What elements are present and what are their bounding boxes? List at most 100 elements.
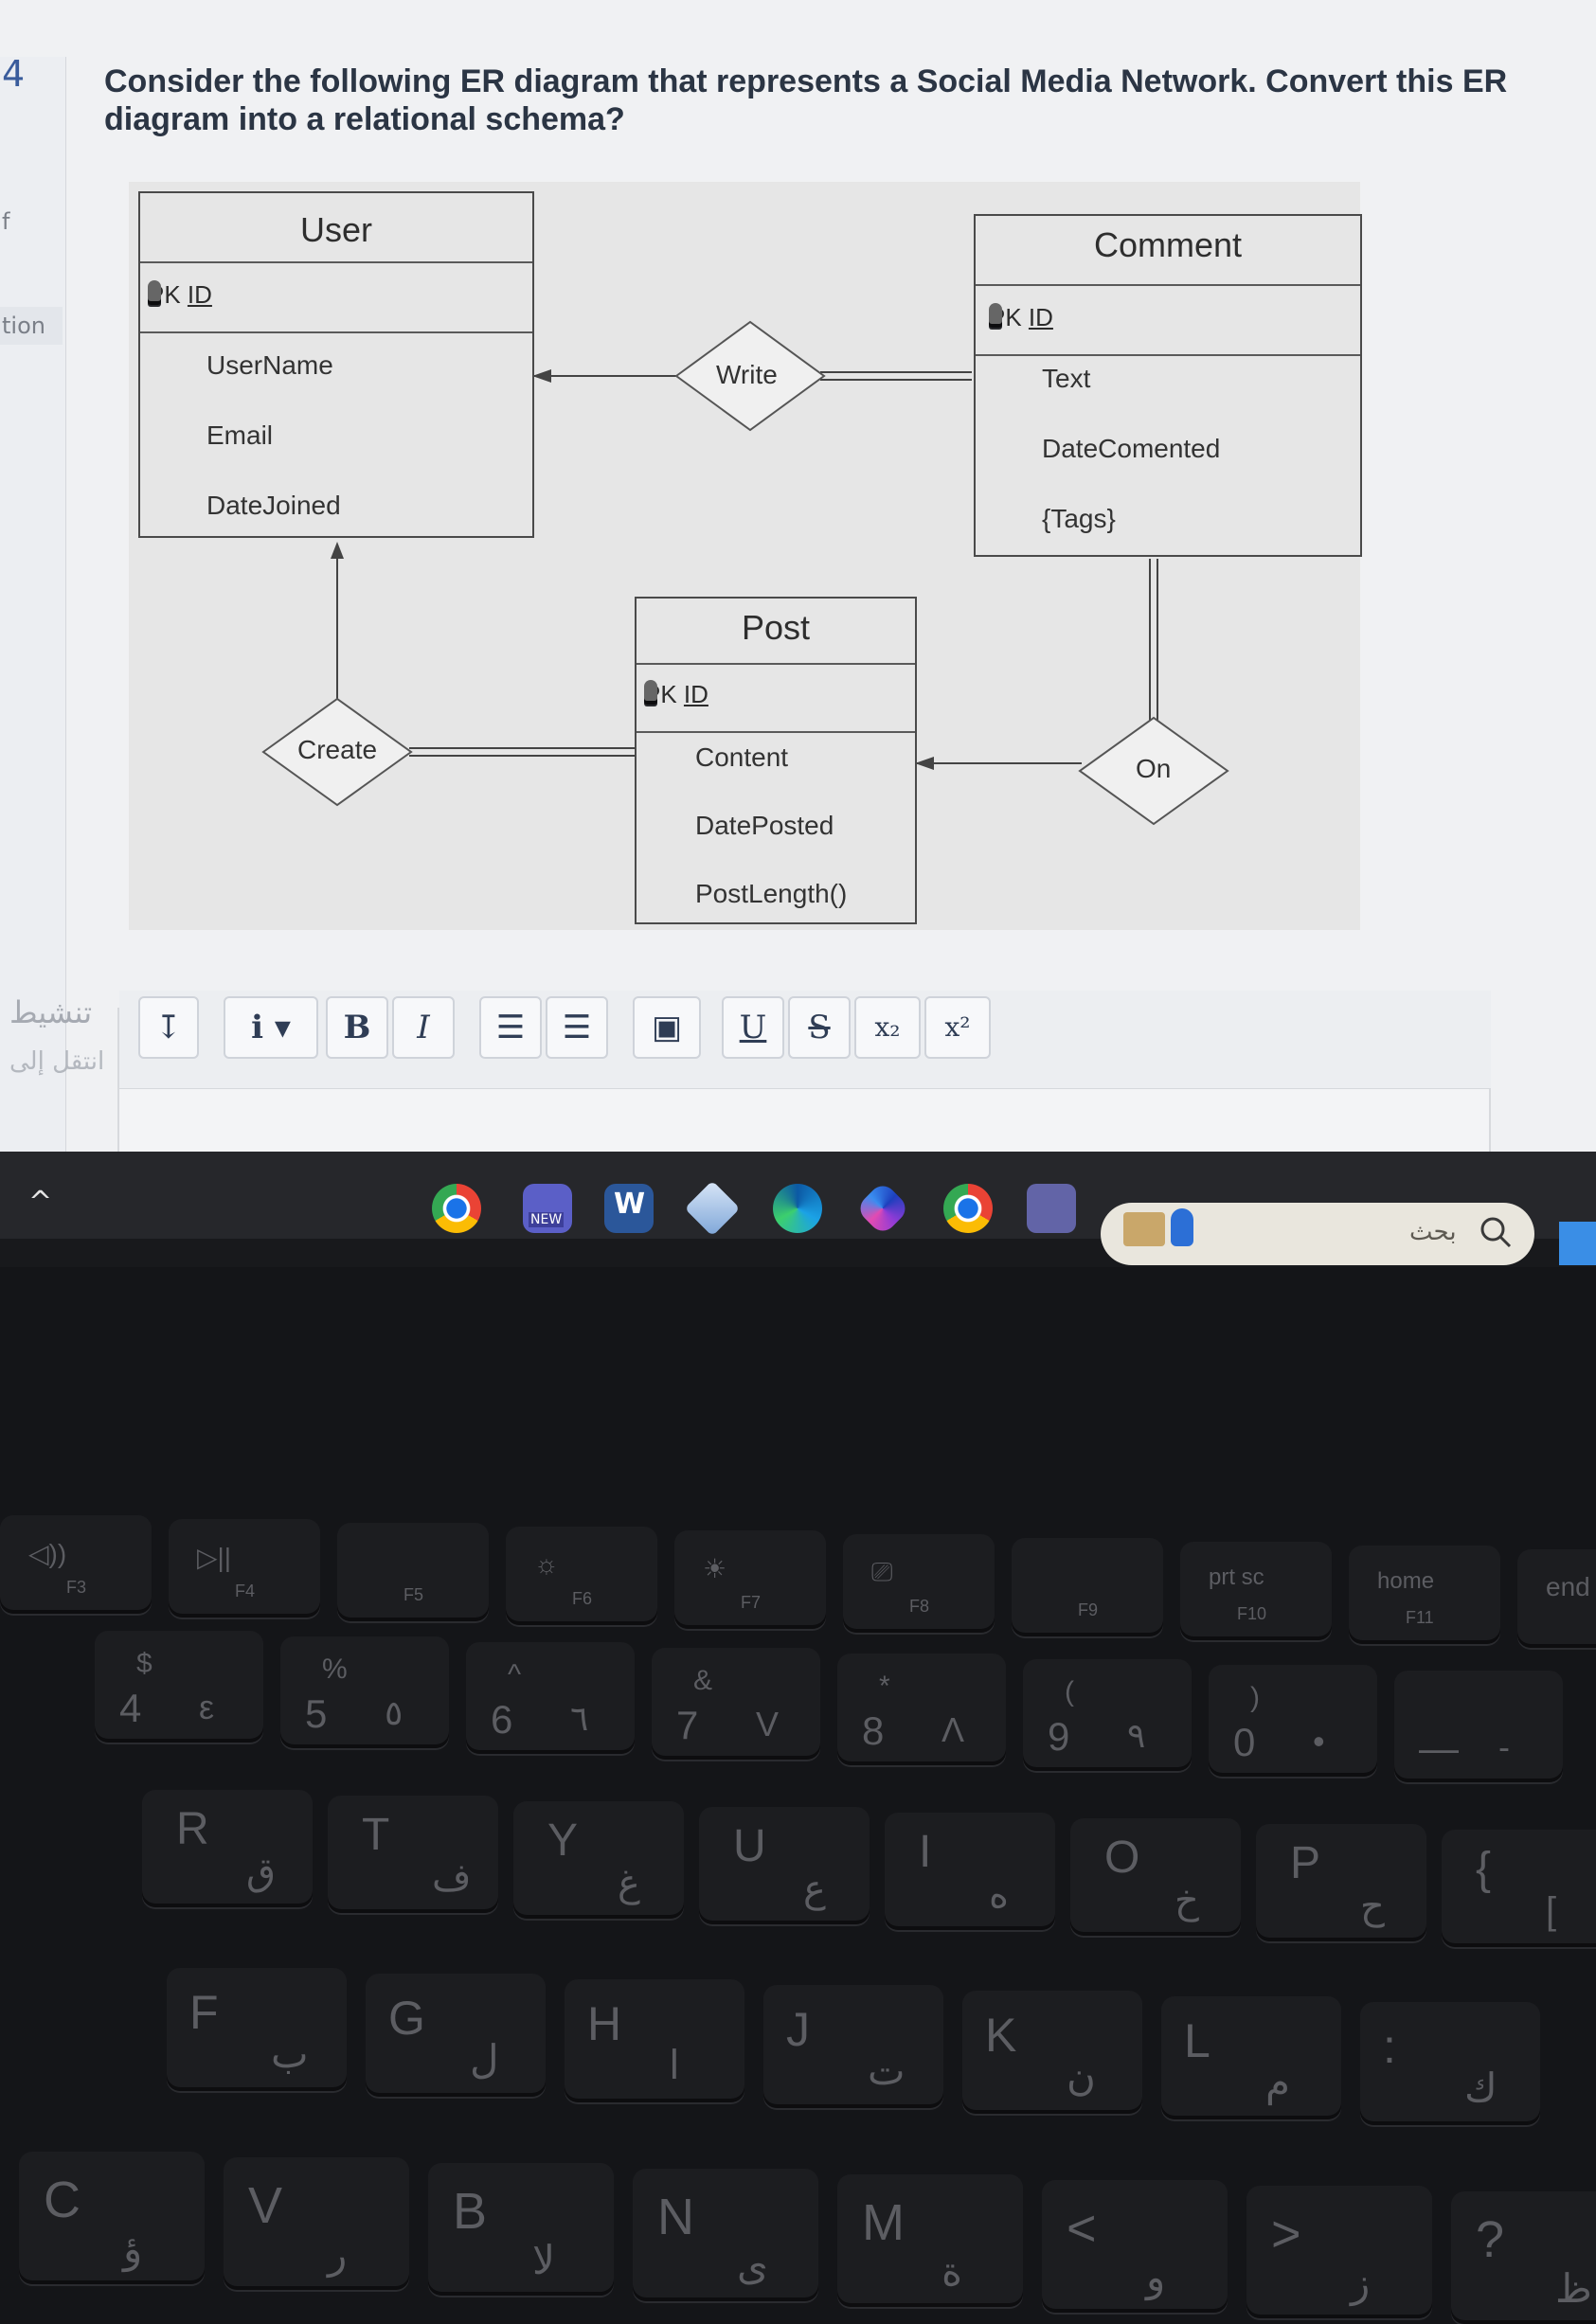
taskbar-search-box[interactable] — [1101, 1203, 1534, 1265]
italic-button[interactable]: I — [392, 996, 455, 1059]
post-entity: Post PK ID Content DatePosted PostLength… — [635, 597, 917, 924]
bottom-key-4-label: M — [862, 2193, 905, 2252]
windows-start-icon[interactable] — [1559, 1222, 1596, 1265]
user-entity: User PK ID UserName Email DateJoined — [138, 191, 534, 538]
divider — [637, 663, 915, 665]
divider — [637, 731, 915, 733]
number-key-1-label: 5 — [305, 1691, 327, 1737]
chrome-icon[interactable] — [432, 1184, 481, 1233]
image-button[interactable]: ▣ — [633, 996, 701, 1059]
fn-key-3-label: ☼ — [534, 1549, 559, 1580]
letter-key-7-label: { — [1476, 1843, 1491, 1895]
home-key-5-label: L — [1184, 2013, 1210, 2068]
bottom-key-0: Cؤ — [19, 2152, 205, 2284]
search-icon — [1479, 1216, 1514, 1250]
number-key-1-label: % — [322, 1654, 348, 1686]
home-key-4-label: K — [985, 2008, 1016, 2063]
search-highlight-figure-icon — [1171, 1208, 1193, 1246]
word-letter: W — [614, 1188, 645, 1221]
indent-button[interactable]: ↧ — [138, 996, 199, 1059]
bullet-list-button[interactable]: ☰ — [479, 996, 542, 1059]
number-key-3: &7V — [652, 1648, 820, 1760]
teams-icon[interactable]: NEW — [523, 1184, 572, 1233]
home-key-5-label: م — [1265, 2059, 1290, 2105]
divider — [140, 331, 532, 333]
subscript-button[interactable]: x₂ — [854, 996, 921, 1059]
letter-key-1-label: T — [362, 1809, 389, 1861]
post-attr-dateposted: DatePosted — [695, 811, 834, 841]
underline-button[interactable]: U — [722, 996, 784, 1059]
letter-key-4-label: I — [919, 1826, 931, 1878]
number-key-5-label: 9 — [1048, 1714, 1069, 1760]
edge-icon[interactable] — [773, 1184, 822, 1233]
home-key-6-label: : — [1383, 2019, 1396, 2074]
superscript-button[interactable]: x² — [924, 996, 991, 1059]
on-relationship-label: On — [1136, 754, 1171, 784]
goto-settings-text: انتقل إلى — [9, 1047, 104, 1076]
bottom-key-7-label: ? — [1476, 2210, 1504, 2269]
number-key-1: % 5 ٥ — [280, 1636, 449, 1748]
comment-attr-datecomented: DateComented — [1042, 434, 1220, 464]
home-key-6-label: ك — [1464, 2065, 1497, 2111]
number-key-3-label: & — [693, 1665, 712, 1697]
home-key-4-label: ن — [1067, 2053, 1096, 2100]
word-icon[interactable]: W — [604, 1184, 654, 1233]
bottom-key-0-label: C — [44, 2171, 81, 2229]
home-key-3-label: ت — [868, 2047, 906, 2094]
number-key-0-label: $ — [136, 1648, 152, 1680]
bottom-key-6: >ز — [1246, 2186, 1432, 2318]
number-key-2-label: ^ — [508, 1659, 521, 1691]
system-tray-chevron-icon[interactable]: ^ — [28, 1186, 52, 1219]
info-dropdown-button[interactable]: i ▾ — [224, 996, 318, 1059]
letter-key-4-label: ه — [989, 1873, 1009, 1917]
letter-key-7: {[ — [1442, 1830, 1596, 1947]
bottom-key-5: <و — [1042, 2180, 1228, 2313]
fn-key-4-label: F7 — [741, 1593, 761, 1613]
letter-key-3-label: U — [733, 1820, 766, 1872]
write-relationship-label: Write — [716, 360, 778, 390]
bottom-key-1-label: ر — [328, 2231, 347, 2278]
number-key-5: (9٩ — [1023, 1659, 1192, 1771]
er-diagram: User PK ID UserName Email DateJoined Com… — [129, 182, 1360, 930]
chrome-icon-2[interactable] — [943, 1184, 993, 1233]
fn-key-4: ☀ F7 — [674, 1530, 826, 1629]
home-key-2-label: H — [587, 1996, 621, 2051]
letter-key-2-label: غ — [618, 1862, 640, 1905]
strikethrough-button[interactable]: S — [788, 996, 851, 1059]
sidebar-tab-fragment[interactable]: tion — [0, 307, 63, 345]
letter-key-6: Pح — [1256, 1824, 1426, 1941]
fn-key-4-label: ☀ — [703, 1553, 726, 1584]
key-icon — [989, 303, 1002, 328]
post-pk: PK ID — [644, 680, 708, 709]
bottom-key-7-label: ظ — [1555, 2265, 1592, 2312]
number-key-4-label: 8 — [862, 1708, 884, 1754]
activate-windows-text: تنشيط — [9, 994, 92, 1030]
letter-key-0: Rق — [142, 1790, 313, 1907]
search-highlight-icon — [1123, 1212, 1165, 1246]
key-icon — [148, 280, 161, 305]
home-key-5: Lم — [1161, 1996, 1341, 2119]
bold-button[interactable]: B — [326, 996, 388, 1059]
fn-key-8-label: home — [1377, 1568, 1434, 1595]
numbered-list-button[interactable]: ☰ — [546, 996, 608, 1059]
comment-attr-text: Text — [1042, 364, 1090, 394]
fn-key-0: ◁))F3 — [0, 1515, 152, 1614]
bottom-key-7: ?ظ — [1451, 2191, 1596, 2324]
bottom-key-4-label: ة — [941, 2248, 962, 2295]
bottom-key-5-label: < — [1067, 2199, 1097, 2258]
teams-icon-2[interactable] — [1027, 1184, 1076, 1233]
fn-key-5-label: F8 — [909, 1597, 929, 1617]
bottom-key-2-label: B — [453, 2182, 487, 2241]
fn-key-2: F5 — [337, 1523, 489, 1621]
fn-key-8-label: F11 — [1406, 1608, 1434, 1628]
number-key-1-label: ٥ — [385, 1693, 403, 1733]
fn-key-9: end — [1517, 1549, 1596, 1648]
bottom-key-3-label: ى — [737, 2243, 768, 2289]
